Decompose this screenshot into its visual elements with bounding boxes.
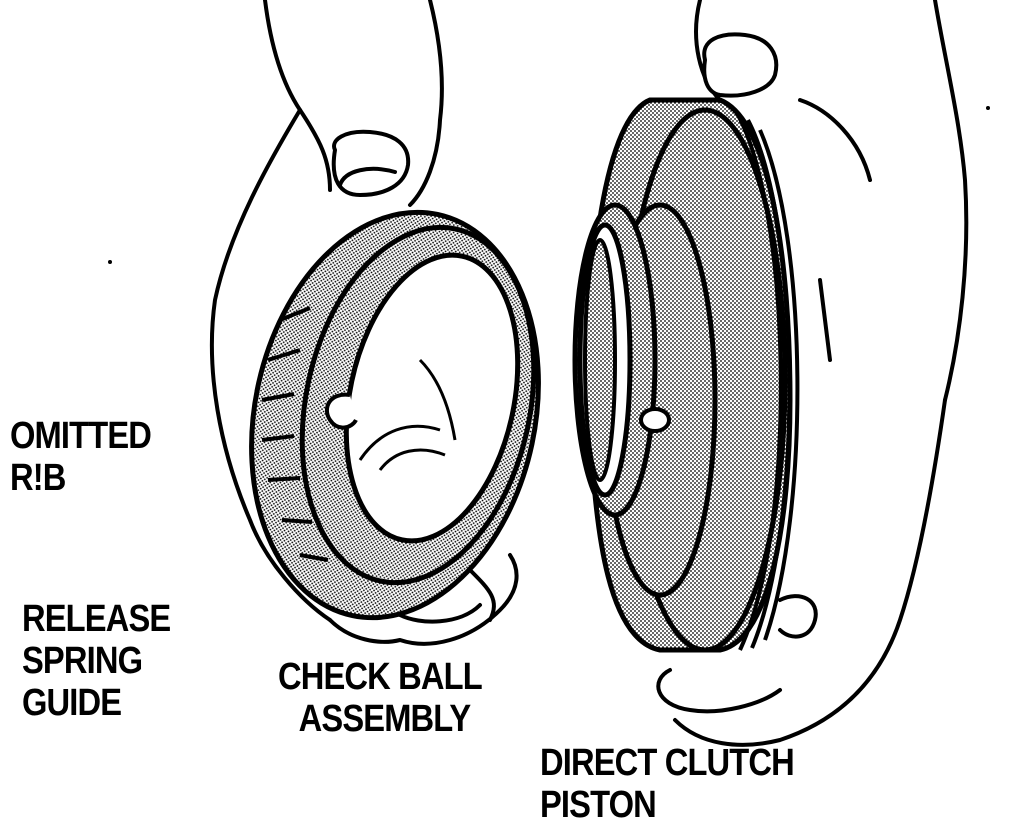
direct-clutch-piston-line-1: DIRECT CLUTCH [540,742,795,784]
direct-clutch-piston [572,97,800,653]
direct-clutch-piston-label: DIRECT CLUTCH PISTON [540,742,795,826]
release-spring-guide-line-2: SPRING [22,640,143,682]
release-spring-guide-line-1: RELEASE [22,598,171,640]
right-hand [656,0,969,747]
omitted-rib-label: OMITTED R!B [10,415,152,499]
left-hand [209,0,519,646]
stray-dot [986,106,990,110]
check-ball-assembly-label: CHECK BALL ASSEMBLY [278,656,483,740]
check-ball-assembly-ring [249,209,541,621]
check-ball-assembly-line-2: ASSEMBLY [298,698,472,740]
omitted-rib-line-2: R!B [10,457,66,499]
direct-clutch-piston-line-2: PISTON [540,784,657,826]
check-ball-assembly-line-1: CHECK BALL [278,656,483,698]
omitted-rib-line-1: OMITTED [10,415,152,457]
stray-dot [108,260,112,264]
release-spring-guide-line-3: GUIDE [22,682,122,724]
release-spring-guide-label: RELEASE SPRING GUIDE [22,598,171,724]
